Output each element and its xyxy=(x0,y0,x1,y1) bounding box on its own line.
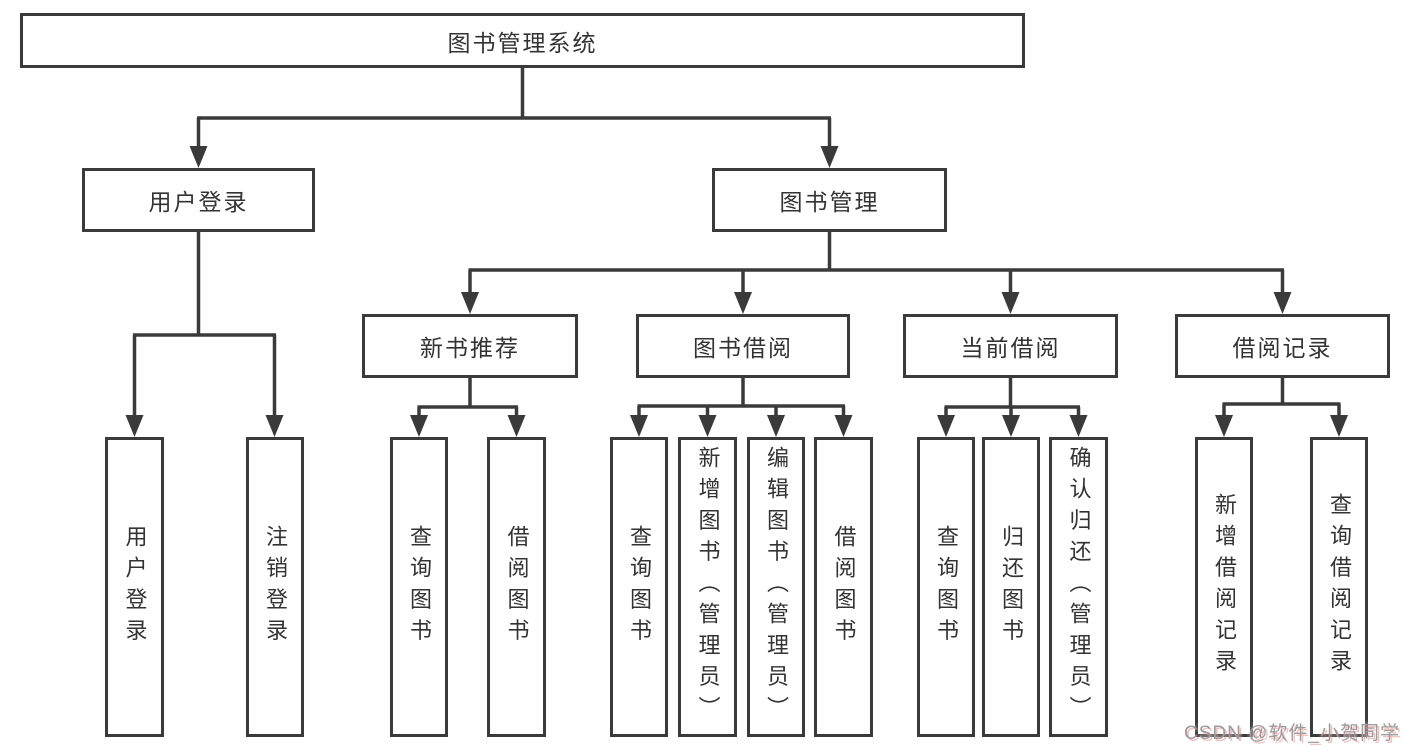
watermark: CSDN @软件_小贺同学 xyxy=(1184,723,1400,744)
leaf-query-books-recommend: 查询图书 xyxy=(390,437,448,737)
node-book-borrow: 图书借阅 xyxy=(636,314,850,378)
node-library-management-system: 图书管理系统 xyxy=(20,13,1025,68)
leaf-confirm-return-admin: 确认归还（管理员） xyxy=(1049,437,1108,737)
node-book-management: 图书管理 xyxy=(712,168,947,232)
leaf-query-books-borrow: 查询图书 xyxy=(610,437,668,737)
node-borrow-records: 借阅记录 xyxy=(1175,314,1390,378)
connector-borrow-records xyxy=(1215,378,1348,437)
node-current-borrow: 当前借阅 xyxy=(903,314,1118,378)
leaf-query-borrow-record: 查询借阅记录 xyxy=(1310,437,1368,737)
leaf-borrow-books: 借阅图书 xyxy=(814,437,873,737)
leaf-logout: 注销登录 xyxy=(246,437,304,737)
leaf-query-books-current: 查询图书 xyxy=(917,437,975,737)
leaf-borrow-books-recommend: 借阅图书 xyxy=(487,437,546,737)
leaf-add-borrow-record: 新增借阅记录 xyxy=(1195,437,1253,737)
connector-current-borrow xyxy=(937,378,1088,437)
connector-book-management xyxy=(461,232,1292,314)
connector-book-borrow xyxy=(630,378,853,437)
node-new-book-recommend: 新书推荐 xyxy=(362,314,578,378)
connector-new-book-recommend xyxy=(410,378,526,437)
connector-user-login xyxy=(125,232,284,437)
connector-root xyxy=(189,68,839,168)
leaf-add-books-admin: 新增图书（管理员） xyxy=(678,437,737,737)
node-user-login: 用户登录 xyxy=(82,168,315,232)
leaf-edit-books-admin: 编辑图书（管理员） xyxy=(747,437,805,737)
leaf-return-books: 归还图书 xyxy=(982,437,1040,737)
leaf-user-login: 用户登录 xyxy=(105,437,164,737)
